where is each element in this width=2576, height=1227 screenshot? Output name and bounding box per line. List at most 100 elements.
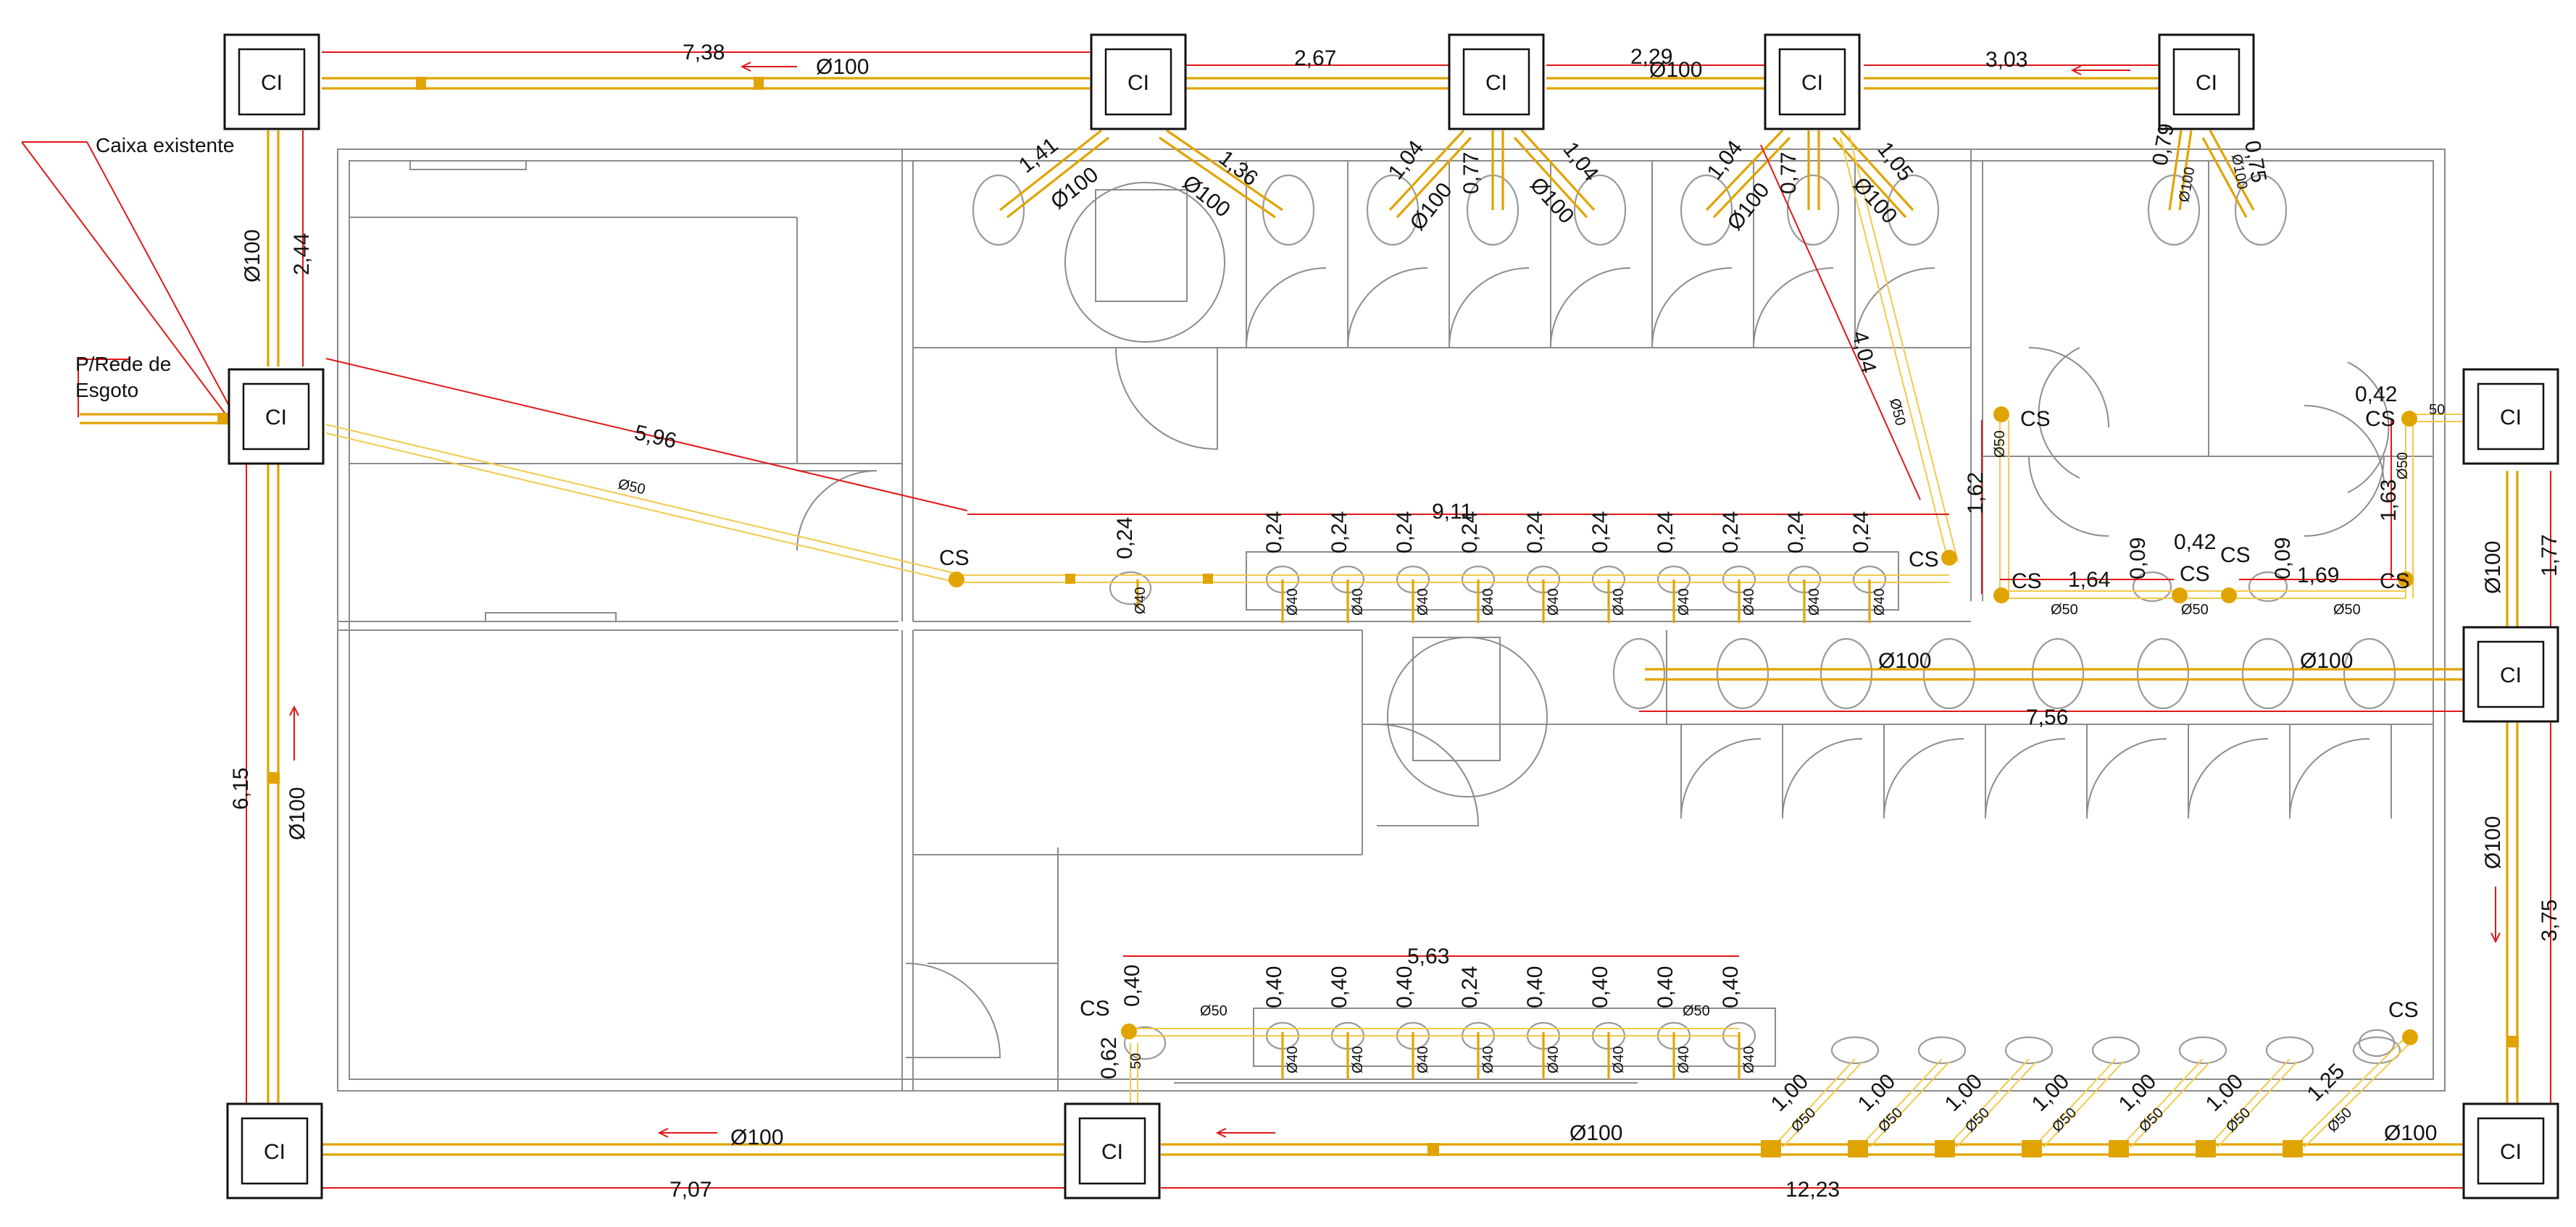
ci-box-top-1: CI [223,33,320,130]
ci-box-right-mid: CI [2462,626,2559,723]
toilets-middle [1612,637,2396,710]
svg-text:CI: CI [2500,663,2522,687]
urinals-lower [1830,1036,2401,1065]
svg-text:CS: CS [2388,998,2419,1022]
pipes-d100 [80,77,2519,1156]
svg-text:3,75: 3,75 [2538,900,2562,942]
existing-box-annotation: Caixa existente [96,134,234,156]
ci-box-bottom-left: CI [226,1102,323,1199]
svg-text:Ø100: Ø100 [1878,649,1931,673]
svg-text:4,04: 4,04 [1847,329,1880,376]
ci-box-left-mid: CI [228,368,325,465]
svg-text:Ø50: Ø50 [2136,1105,2167,1135]
svg-text:Ø40: Ø40 [1741,1046,1757,1073]
svg-text:Ø50: Ø50 [1962,1105,1993,1135]
svg-text:Ø40: Ø40 [1350,588,1366,616]
sink-counters [1246,551,1899,1067]
svg-text:0,77: 0,77 [1459,152,1483,194]
svg-text:7,07: 7,07 [670,1178,712,1202]
svg-text:Ø40: Ø40 [1676,588,1692,616]
svg-text:CI: CI [2196,71,2217,95]
svg-text:CI: CI [1127,71,1149,95]
svg-text:0,40: 0,40 [1393,966,1417,1008]
svg-text:0,42: 0,42 [2174,530,2216,554]
svg-text:Ø50: Ø50 [2333,602,2361,618]
svg-text:0,24: 0,24 [1719,511,1743,553]
svg-text:Ø40: Ø40 [1611,1046,1627,1073]
dimension-lines [21,51,2551,1189]
svg-text:Ø40: Ø40 [1480,588,1496,616]
svg-text:1,05: 1,05 [1872,138,1917,185]
svg-text:CS: CS [1909,548,1939,571]
svg-text:0,62: 0,62 [1097,1037,1121,1079]
ci-box-top-5: CI [2158,33,2255,130]
svg-text:1,63: 1,63 [2377,480,2401,522]
svg-text:CS: CS [2180,562,2210,586]
svg-text:12,23: 12,23 [1785,1178,1840,1202]
building-walls [337,148,2446,1092]
doors [796,347,2385,1058]
pipe-fittings [217,77,2519,1157]
svg-text:0,40: 0,40 [1588,966,1612,1008]
svg-text:CS: CS [939,546,970,570]
svg-text:CS: CS [2365,407,2396,431]
accessible-room-circles [1064,182,2390,797]
svg-text:0,24: 0,24 [1327,511,1351,553]
svg-text:7,38: 7,38 [683,41,725,64]
svg-text:Ø40: Ø40 [1415,588,1431,616]
svg-text:5,96: 5,96 [632,421,678,453]
svg-text:Ø100: Ø100 [285,787,309,840]
svg-text:0,40: 0,40 [1327,966,1351,1008]
svg-text:1,41: 1,41 [1014,133,1062,178]
svg-text:Ø100: Ø100 [2300,649,2353,673]
svg-text:0,40: 0,40 [1523,966,1547,1008]
svg-text:0,42: 0,42 [2355,382,2397,406]
svg-text:Ø50: Ø50 [2395,452,2411,480]
stall-partitions [1246,161,2392,819]
svg-text:Ø100: Ø100 [2176,166,2198,204]
cs-labels: CS CS CS CS CS CS CS CS CS CS [939,407,2419,1022]
svg-text:Ø40: Ø40 [1676,1046,1692,1073]
svg-text:Ø100: Ø100 [2384,1121,2437,1145]
svg-text:0,24: 0,24 [1393,511,1417,553]
svg-text:0,24: 0,24 [1523,511,1547,553]
svg-text:Caixa existente: Caixa existente [96,134,234,156]
svg-text:7,56: 7,56 [2026,705,2068,729]
toilets-upper [972,174,2288,246]
svg-text:Ø40: Ø40 [1611,588,1627,616]
svg-text:0,40: 0,40 [1262,966,1286,1008]
svg-text:CI: CI [1801,71,1823,95]
svg-text:Esgoto: Esgoto [75,379,138,401]
svg-text:Ø50: Ø50 [1992,430,2008,458]
svg-text:0,24: 0,24 [1262,511,1286,553]
svg-text:0,40: 0,40 [1654,966,1677,1008]
ci-box-top-2: CI [1090,33,1187,130]
svg-text:P/Rede de: P/Rede de [75,353,171,375]
svg-text:0,24: 0,24 [1849,511,1873,553]
svg-text:0,24: 0,24 [1784,511,1808,553]
svg-text:Ø100: Ø100 [2481,541,2505,594]
svg-text:Ø50: Ø50 [2051,602,2078,618]
svg-text:CI: CI [1485,71,1507,95]
svg-text:Ø50: Ø50 [1683,1003,1710,1019]
svg-text:2,29: 2,29 [1630,45,1672,69]
svg-text:2,44: 2,44 [290,233,314,275]
svg-text:9,11: 9,11 [1432,500,1472,524]
svg-text:1,64: 1,64 [2068,568,2110,592]
svg-text:CI: CI [265,406,287,430]
sink-branches [1136,579,1871,1079]
svg-text:CS: CS [2380,569,2410,593]
svg-text:Ø40: Ø40 [1546,1046,1562,1073]
svg-text:1,69: 1,69 [2297,564,2339,587]
svg-text:CI: CI [261,71,283,95]
svg-text:Ø100: Ø100 [730,1126,783,1149]
flow-arrows [289,62,2501,1138]
svg-text:1,77: 1,77 [2538,535,2562,577]
svg-text:Ø50: Ø50 [1200,1003,1227,1019]
ci-box-top-4: CI [1764,33,1861,130]
svg-text:CI: CI [1101,1140,1123,1164]
svg-text:Ø40: Ø40 [1806,588,1822,616]
svg-text:Ø100: Ø100 [1649,58,1702,82]
svg-text:Ø50: Ø50 [2181,602,2209,618]
svg-text:Ø100: Ø100 [1570,1121,1622,1145]
